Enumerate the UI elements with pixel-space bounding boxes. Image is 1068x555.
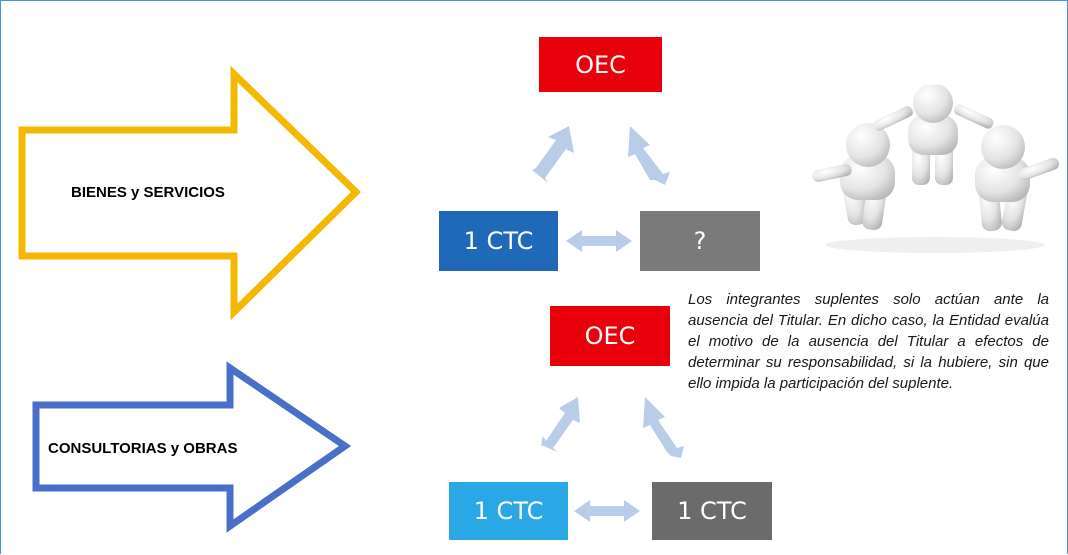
connector-arrow-oec-ctc-right-bottom bbox=[643, 397, 684, 458]
ctc-box-top: 1 CTC bbox=[439, 211, 558, 271]
ctc-box-bottom-left: 1 CTC bbox=[449, 482, 568, 540]
connector-arrow-oec-ctc-bottom bbox=[541, 397, 580, 452]
connector-arrow-oec-q-top bbox=[628, 126, 670, 185]
connector-arrow-oec-ctc-top bbox=[532, 126, 574, 183]
right-figure bbox=[975, 125, 1060, 232]
teamwork-figures-image bbox=[812, 85, 1060, 253]
unknown-member-box: ? bbox=[640, 211, 760, 271]
connector-arrow-ctc-ctc-bottom bbox=[574, 500, 640, 522]
top-connectors bbox=[532, 126, 670, 252]
oec-box-bottom: OEC bbox=[550, 306, 670, 366]
oec-box-top: OEC bbox=[539, 37, 662, 92]
connector-arrow-ctc-q-top bbox=[566, 230, 632, 252]
top-figure bbox=[873, 85, 994, 185]
consultorias-arrow bbox=[32, 361, 352, 533]
consultorias-obras-label: CONSULTORIAS y OBRAS bbox=[48, 440, 238, 457]
ctc-box-bottom-right: 1 CTC bbox=[652, 482, 772, 540]
bienes-arrow bbox=[18, 65, 362, 321]
bottom-connectors bbox=[541, 397, 684, 522]
suplentes-note: Los integrantes suplentes solo actúan an… bbox=[688, 291, 1049, 392]
left-figure bbox=[812, 123, 895, 231]
bienes-servicios-label: BIENES y SERVICIOS bbox=[71, 184, 225, 201]
